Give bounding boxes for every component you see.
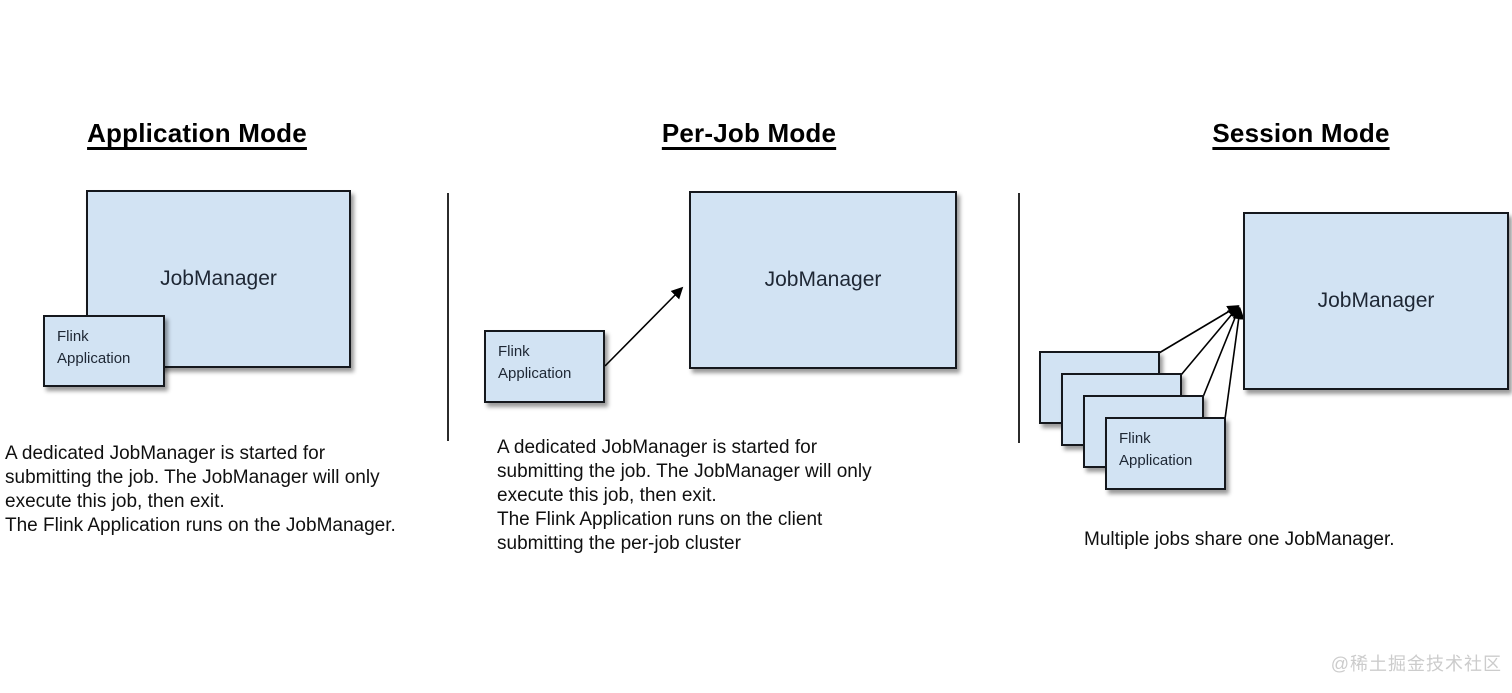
session-jobmanager-box: JobManager — [1243, 212, 1509, 390]
application-flink-application-box: Flink Application — [43, 315, 165, 387]
session-flink-application-label: Flink Application — [1119, 430, 1193, 469]
arrow-perjob-flink-to-jobmanager — [604, 286, 684, 367]
session-mode-title: Session Mode — [1212, 118, 1390, 148]
perjob-jobmanager-box: JobManager — [689, 191, 957, 369]
arrow-session-job3-to-jobmanager — [1202, 306, 1241, 398]
arrow-session-job4-to-jobmanager — [1224, 307, 1245, 420]
session-jobmanager-label: JobManager — [1317, 289, 1435, 312]
application-jobmanager-label: JobManager — [160, 267, 277, 290]
arrow-session-job2-to-jobmanager — [1180, 305, 1240, 376]
perjob-flink-application-label: Flink Application — [498, 343, 572, 382]
session-flink-application-box: Flink Application — [1105, 417, 1226, 490]
application-mode-description: A dedicated JobManager is started for su… — [5, 443, 396, 536]
application-mode-title: Application Mode — [87, 118, 307, 148]
watermark-text: @稀土掘金技术社区 — [1330, 654, 1502, 674]
application-flink-application-label: Flink Application — [57, 328, 131, 367]
perjob-flink-application-box: Flink Application — [484, 330, 605, 403]
arrow-session-job1-to-jobmanager — [1158, 305, 1240, 354]
session-mode-description: Multiple jobs share one JobManager. — [1084, 529, 1395, 550]
per-job-mode-description: A dedicated JobManager is started for su… — [497, 437, 872, 554]
per-job-mode-title: Per-Job Mode — [661, 118, 837, 148]
perjob-jobmanager-label: JobManager — [764, 268, 882, 291]
